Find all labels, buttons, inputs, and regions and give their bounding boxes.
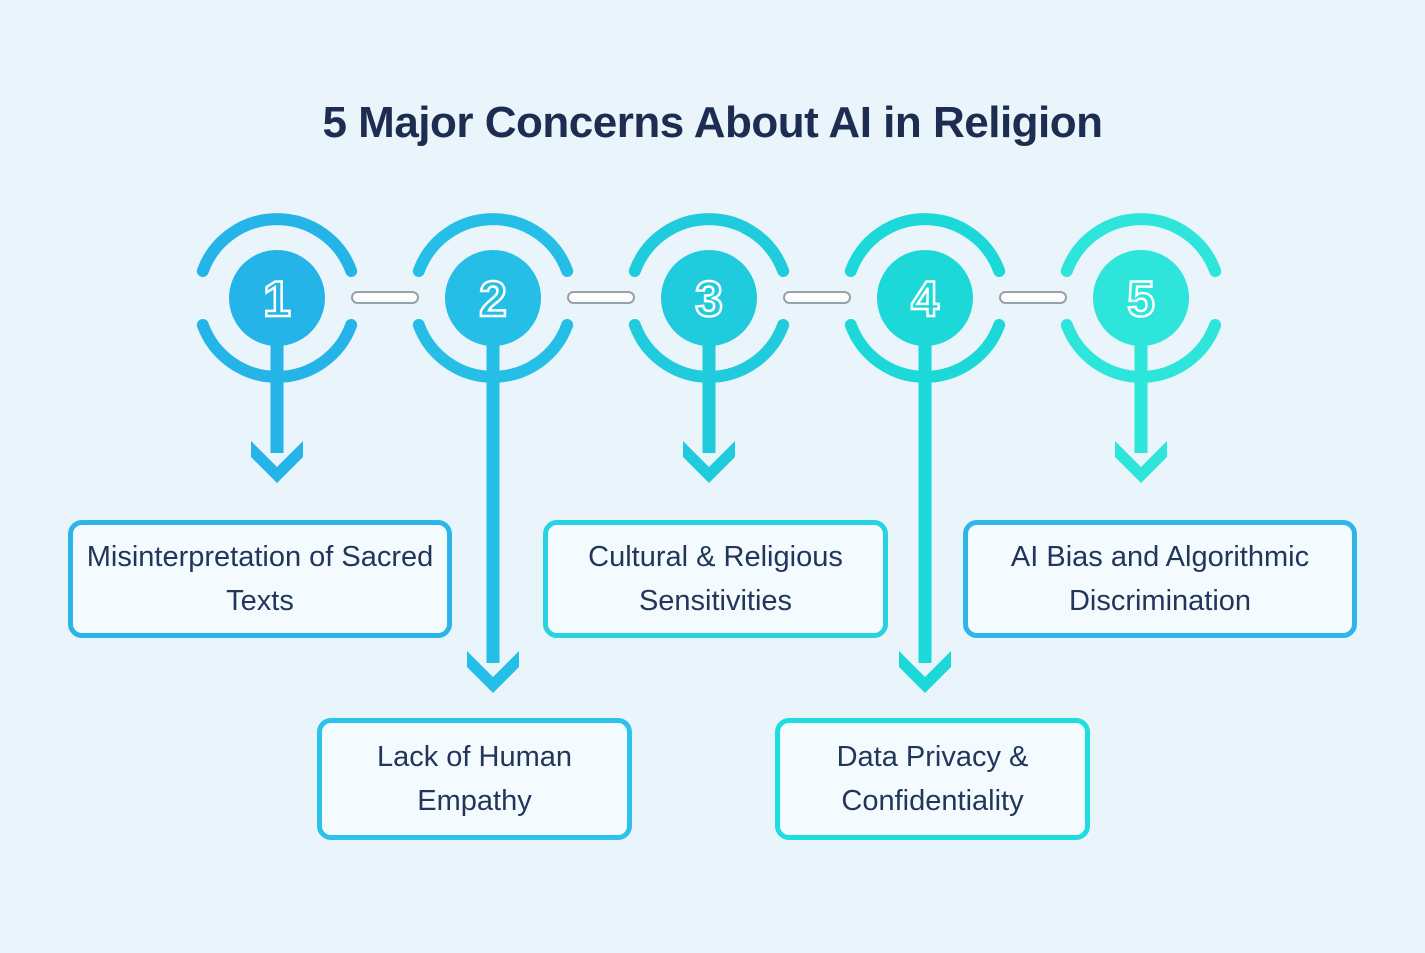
step-number: 3: [695, 271, 723, 327]
step-number: 1: [263, 271, 291, 327]
concern-label-1: Misinterpretation of Sacred Texts: [86, 541, 434, 617]
ring-top-arc: [412, 213, 574, 277]
connector-pill: [351, 291, 419, 304]
number-disc: [877, 250, 973, 346]
number-disc: [661, 250, 757, 346]
arrowhead-down-icon: [899, 651, 951, 693]
concern-label-5: AI Bias and Algorithmic Discrimination: [1010, 541, 1310, 617]
arrowhead-down-icon: [251, 441, 303, 483]
number-disc: [445, 250, 541, 346]
step-node-3: 3: [628, 213, 790, 483]
arrowhead-down-icon: [467, 651, 519, 693]
number-disc: [229, 250, 325, 346]
concern-label-2: Lack of Human Empathy: [376, 741, 573, 817]
number-disc: [1093, 250, 1189, 346]
arrowhead-down-icon: [1115, 441, 1167, 483]
page-title: 5 Major Concerns About AI in Religion: [322, 98, 1103, 147]
concern-box-3: Cultural & Religious Sensitivities: [543, 520, 888, 638]
ring-top-arc: [628, 213, 790, 277]
concern-box-4: Data Privacy & Confidentiality: [775, 718, 1090, 840]
connector-pill: [567, 291, 635, 304]
step-number: 5: [1127, 271, 1155, 327]
step-number: 2: [479, 271, 507, 327]
ring-top-arc: [196, 213, 358, 277]
step-node-5: 5: [1060, 213, 1222, 483]
concern-box-2: Lack of Human Empathy: [317, 718, 632, 840]
connector-pill: [999, 291, 1067, 304]
concern-label-3: Cultural & Religious Sensitivities: [588, 541, 843, 617]
concern-label-4: Data Privacy & Confidentiality: [836, 741, 1029, 817]
step-node-4: 4: [844, 213, 1006, 693]
ring-top-arc: [1060, 213, 1222, 277]
arrowhead-down-icon: [683, 441, 735, 483]
step-node-2: 2: [412, 213, 574, 693]
connector-pill: [783, 291, 851, 304]
concern-box-5: AI Bias and Algorithmic Discrimination: [963, 520, 1357, 638]
step-node-1: 1: [196, 213, 358, 483]
step-number: 4: [911, 271, 939, 327]
concern-box-1: Misinterpretation of Sacred Texts: [68, 520, 452, 638]
ring-top-arc: [844, 213, 1006, 277]
